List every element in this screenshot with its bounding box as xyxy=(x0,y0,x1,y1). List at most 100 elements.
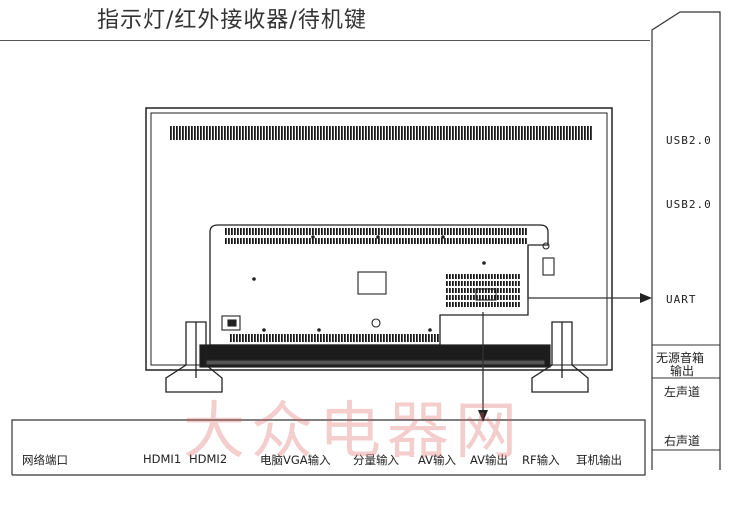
vent-slat xyxy=(390,228,392,235)
vent-slat xyxy=(470,126,472,140)
vent-slat xyxy=(378,228,380,235)
vent-slat xyxy=(563,126,565,140)
hdmi2-label: HDMI2 xyxy=(189,452,228,466)
vent-slat xyxy=(297,228,299,235)
vent-slat xyxy=(522,228,524,235)
vent-slat xyxy=(431,334,433,342)
vent-slat xyxy=(578,126,580,140)
vent-slat xyxy=(324,238,326,244)
vent-slat xyxy=(485,281,487,286)
vent-slat xyxy=(494,302,496,307)
vent-slat xyxy=(267,228,269,235)
vent-slat xyxy=(206,126,208,140)
vent-slat xyxy=(314,126,316,140)
vent-slat xyxy=(515,288,517,293)
vent-slat xyxy=(575,126,577,140)
top-vents xyxy=(170,126,592,140)
vent-slat xyxy=(270,228,272,235)
vent-slat xyxy=(306,228,308,235)
vent-slat xyxy=(446,295,448,300)
vent-slat xyxy=(486,238,488,244)
vent-slat xyxy=(239,126,241,140)
vent-slat xyxy=(285,238,287,244)
vent-slat xyxy=(345,238,347,244)
vent-slat xyxy=(402,228,404,235)
vent-slat xyxy=(461,281,463,286)
vent-slat xyxy=(434,334,436,342)
vent-slat xyxy=(503,126,505,140)
vent-slat xyxy=(441,228,443,235)
vent-slat xyxy=(299,334,301,342)
vent-slat xyxy=(389,334,391,342)
vent-slat xyxy=(302,334,304,342)
vent-slat xyxy=(500,126,502,140)
vent-slat xyxy=(479,126,481,140)
vent-slat xyxy=(482,295,484,300)
vent-slat xyxy=(488,274,490,279)
vent-slat xyxy=(452,288,454,293)
vent-slat xyxy=(344,126,346,140)
vent-slat xyxy=(267,238,269,244)
vent-slat xyxy=(509,302,511,307)
vent-slat xyxy=(372,238,374,244)
vent-slat xyxy=(455,281,457,286)
vent-slat xyxy=(516,238,518,244)
vent-slat xyxy=(224,126,226,140)
av-input-label: AV输入 xyxy=(418,453,456,467)
vent-slat xyxy=(548,126,550,140)
vent-slat xyxy=(482,126,484,140)
vent-slat xyxy=(308,334,310,342)
vent-slat xyxy=(338,126,340,140)
vent-slat xyxy=(380,334,382,342)
vent-slat xyxy=(473,302,475,307)
vent-slat xyxy=(542,126,544,140)
vent-slat xyxy=(272,126,274,140)
vent-slat xyxy=(239,334,241,342)
vent-slat xyxy=(255,238,257,244)
vent-slat xyxy=(450,238,452,244)
vent-slat xyxy=(446,302,448,307)
vent-slat xyxy=(401,334,403,342)
vent-slat xyxy=(476,274,478,279)
vent-slat xyxy=(362,334,364,342)
vent-slat xyxy=(335,334,337,342)
vent-slat xyxy=(327,228,329,235)
vent-slat xyxy=(353,334,355,342)
av-output-label: AV输出 xyxy=(470,453,508,467)
vent-slat xyxy=(419,334,421,342)
vent-slat xyxy=(233,334,235,342)
vent-slat xyxy=(513,228,515,235)
vent-slat xyxy=(494,274,496,279)
vent-slat xyxy=(518,281,520,286)
vent-slat xyxy=(488,288,490,293)
vent-slat xyxy=(483,238,485,244)
vent-slat xyxy=(293,126,295,140)
vent-slat xyxy=(426,238,428,244)
vent-slat xyxy=(492,238,494,244)
vent-slat xyxy=(485,274,487,279)
vent-slat xyxy=(368,334,370,342)
vent-slat xyxy=(497,274,499,279)
vent-slat xyxy=(519,238,521,244)
vent-slat xyxy=(341,126,343,140)
vent-slat xyxy=(357,228,359,235)
vent-slat xyxy=(479,274,481,279)
vent-slat xyxy=(392,126,394,140)
vent-slat xyxy=(176,126,178,140)
vent-slat xyxy=(414,238,416,244)
vent-slat xyxy=(356,334,358,342)
vent-slat xyxy=(512,295,514,300)
vent-slat xyxy=(401,126,403,140)
vent-slat xyxy=(458,281,460,286)
screw-hole xyxy=(441,235,445,239)
vent-slat xyxy=(479,302,481,307)
vent-slat xyxy=(465,228,467,235)
vent-slat xyxy=(309,238,311,244)
vga-input-label: 电脑VGA输入 xyxy=(260,453,331,467)
vent-slat xyxy=(500,274,502,279)
vent-slat xyxy=(506,126,508,140)
vent-slat xyxy=(209,126,211,140)
vent-slat xyxy=(300,228,302,235)
vent-slat xyxy=(486,228,488,235)
vent-slat xyxy=(413,334,415,342)
